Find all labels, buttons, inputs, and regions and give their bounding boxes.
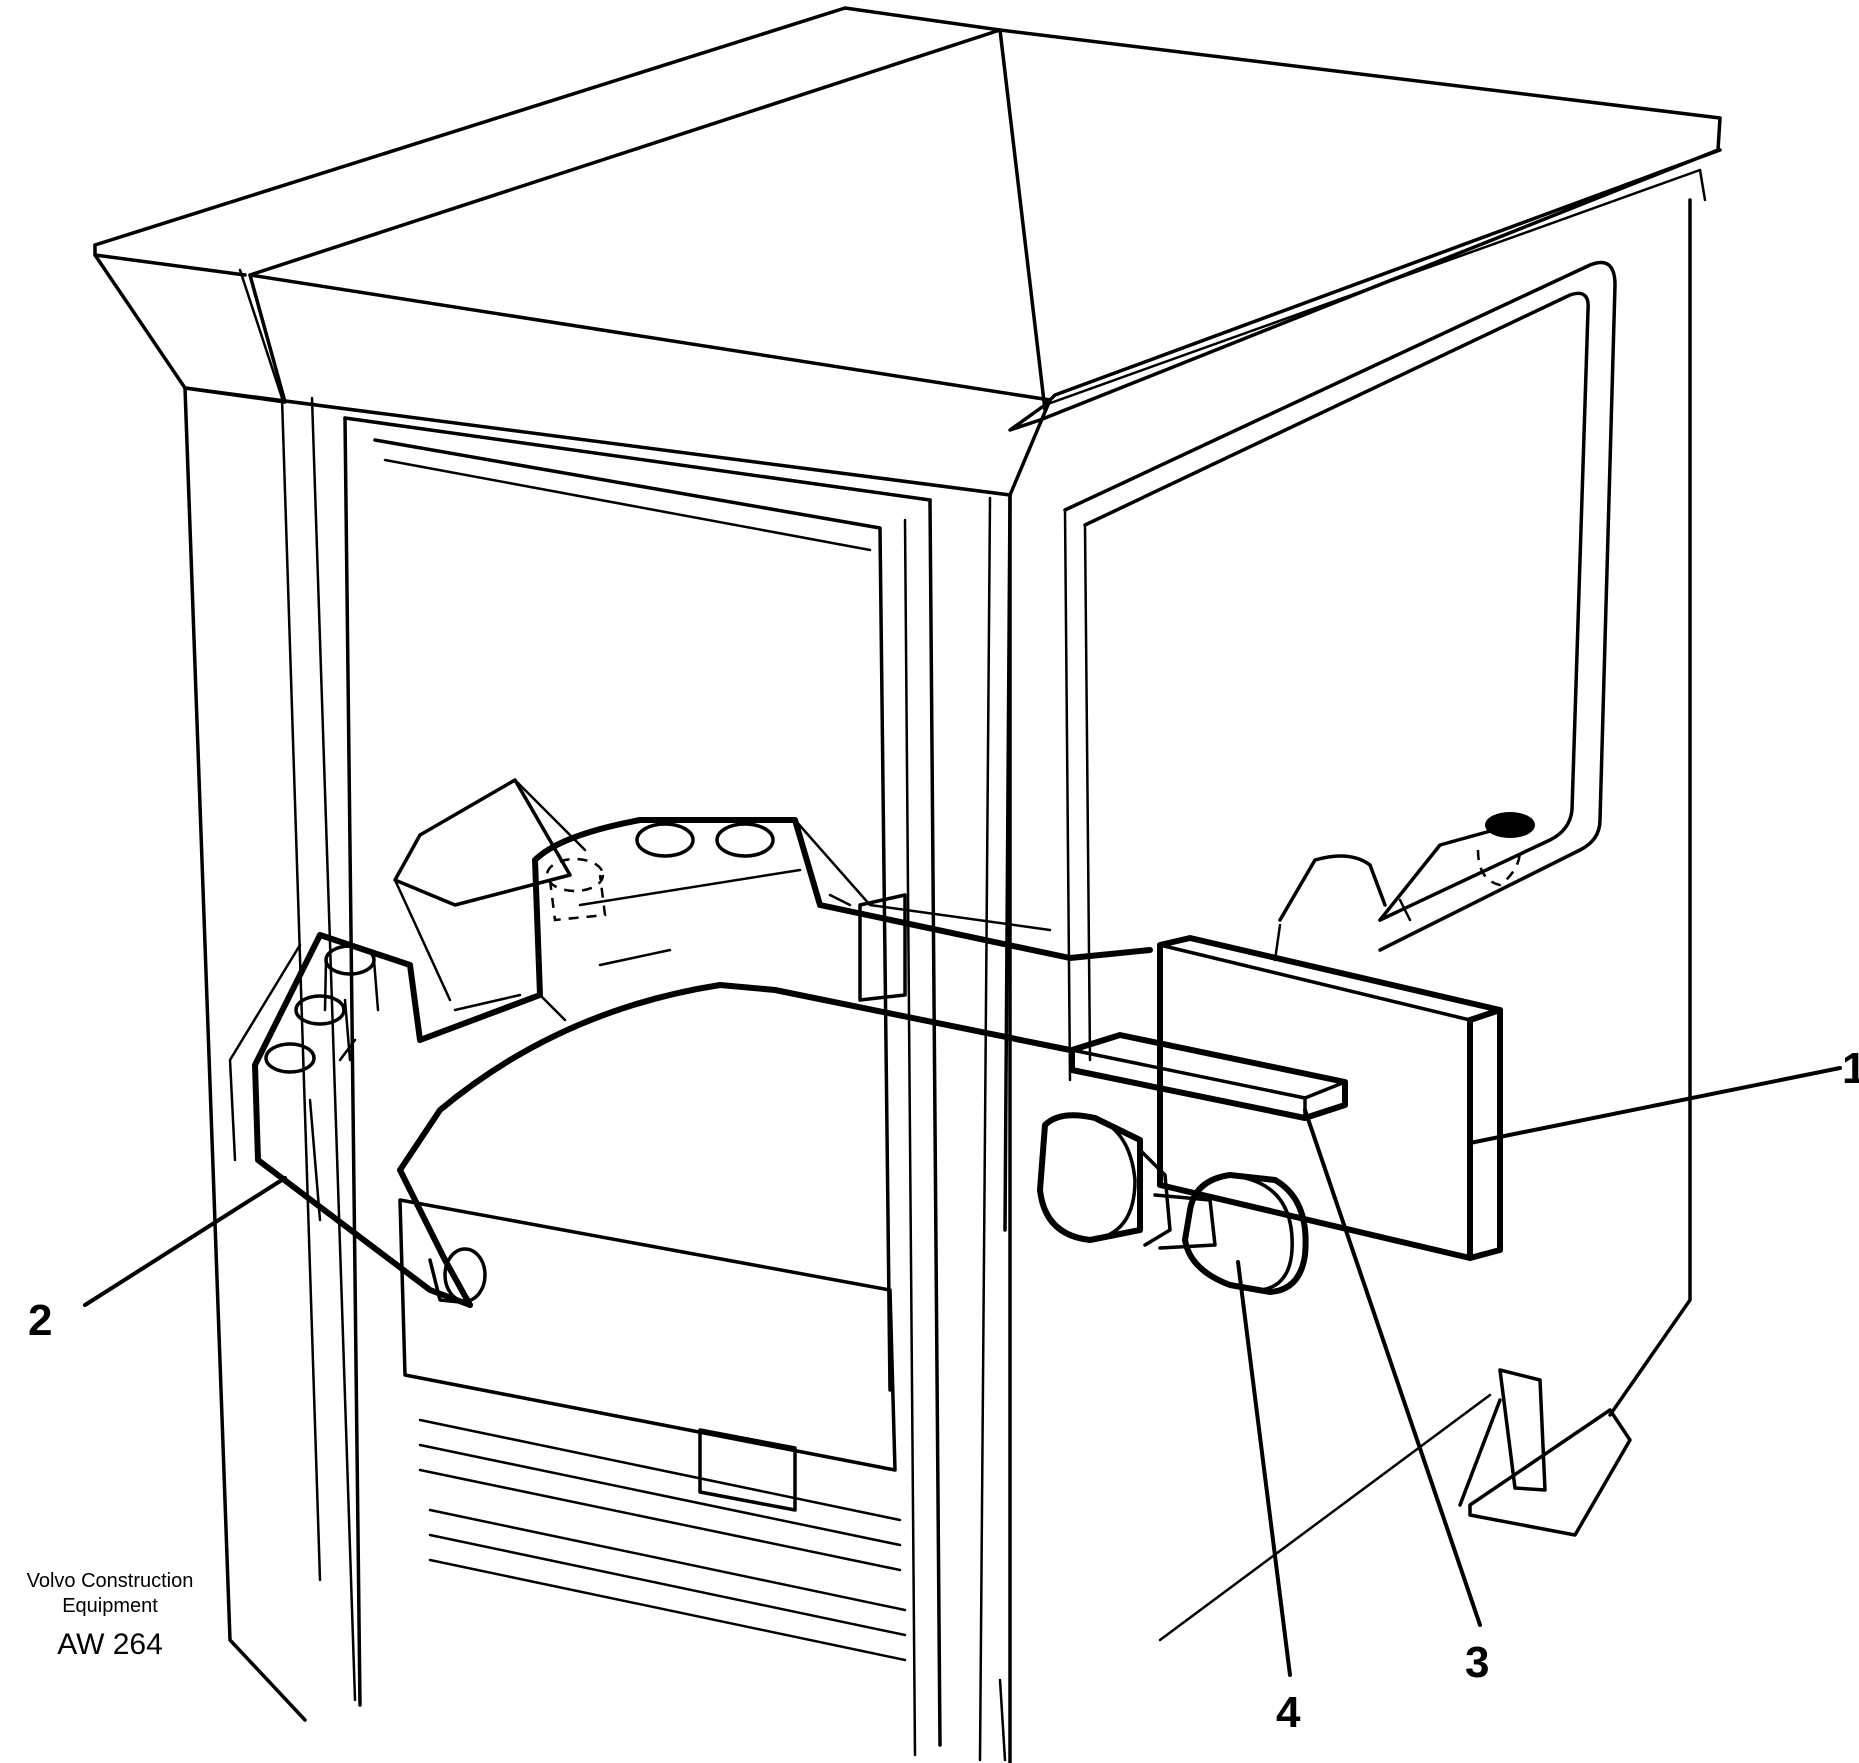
brand-line-1: Volvo Construction [27,1570,194,1592]
dashboard-assembly [228,778,1535,1308]
brand-line-2: Equipment [62,1595,158,1617]
connector-plugs [1037,1112,1309,1295]
leader-1 [1468,1066,1842,1145]
leader-4 [1236,1260,1292,1677]
leader-3 [1303,1108,1482,1627]
cab-roof [93,6,1722,497]
relay-bar [1069,1032,1348,1121]
cab-body [183,198,1692,1763]
control-unit-box [1157,935,1503,1261]
callout-1: 1 [1842,1044,1859,1093]
leader-lines [83,1066,1842,1677]
leader-2 [83,1176,287,1307]
callout-3: 3 [1465,1638,1489,1687]
drawing-code: AW 264 [57,1628,163,1661]
callout-2: 2 [28,1296,52,1345]
callout-4: 4 [1276,1688,1301,1737]
